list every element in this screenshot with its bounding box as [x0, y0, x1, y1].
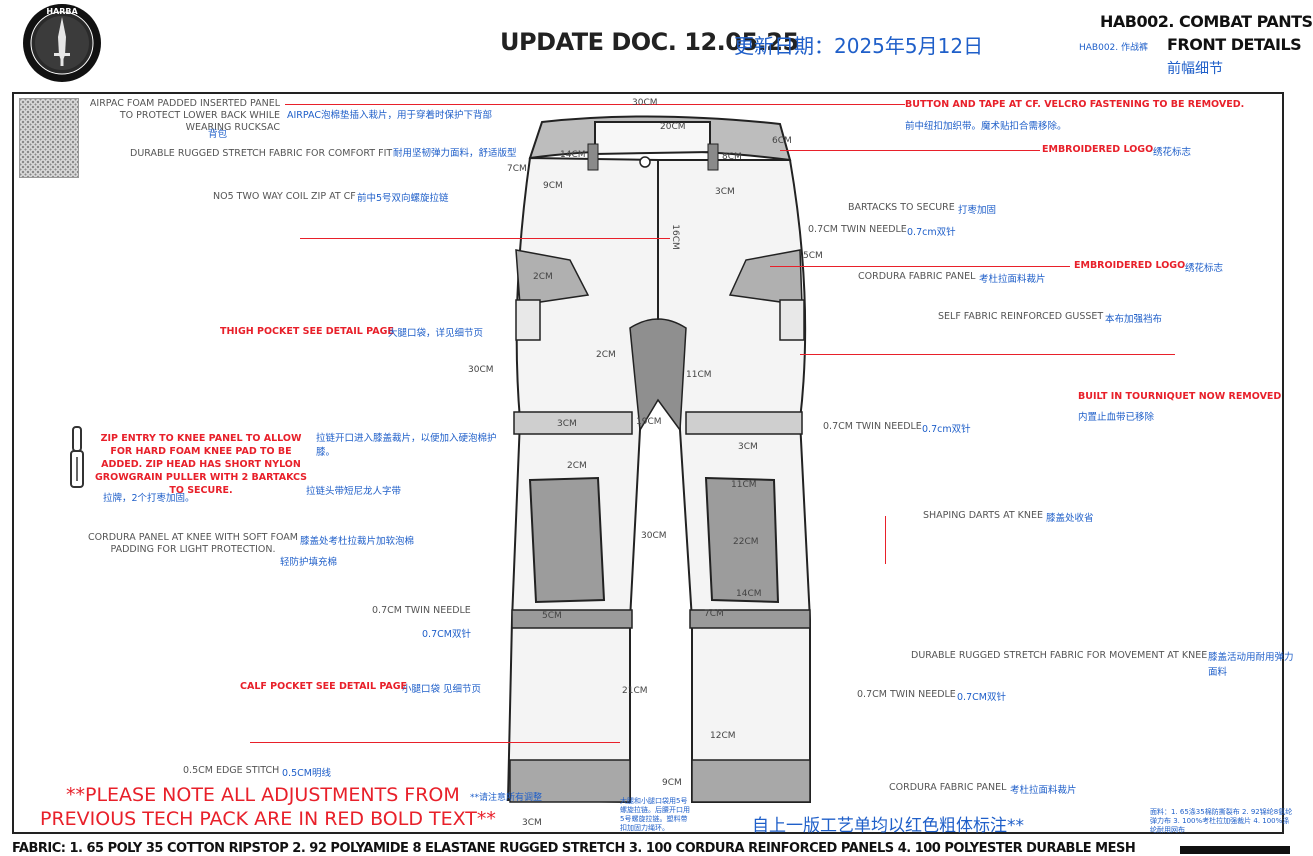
label-logo-top-cn: 绣花标志	[1153, 147, 1192, 158]
label-cf-zip: NO5 TWO WAY COIL ZIP AT CF	[213, 191, 356, 202]
note-cn-big: 自上一版工艺单均以红色粗体标注**	[752, 816, 1024, 836]
dim-lower-band-right: 7CM	[704, 609, 724, 619]
dim-thigh-length: 30CM	[468, 365, 494, 375]
drawing-frame	[12, 92, 1284, 834]
dim-kneepad-bottom: 14CM	[736, 589, 762, 599]
dim-fly: 20CM	[660, 122, 686, 132]
label-calf-pocket-cn: 小腿口袋 见细节页	[402, 684, 482, 695]
label-cordura-hem: CORDURA FABRIC PANEL	[889, 782, 1007, 793]
dim-rise-left: 7CM	[507, 164, 527, 174]
dim-thigh-right: 5CM	[803, 251, 823, 261]
label-bartacks: BARTACKS TO SECURE	[848, 202, 955, 213]
label-edge-stitch-cn: 0.5CM明线	[282, 768, 331, 779]
label-thigh-pocket: THIGH POCKET SEE DETAIL PAGE	[220, 326, 394, 337]
label-gusset: SELF FABRIC REINFORCED GUSSET	[938, 311, 1104, 322]
doc-title-line2: FRONT DETAILS	[1167, 35, 1302, 54]
dim-logo: 8CM	[722, 152, 742, 162]
label-airpac-cn: AIRPAC泡棉垫插入栽片，用于穿着时保护下背部	[287, 110, 492, 121]
label-cf-zip-cn: 前中5号双向螺旋拉链	[357, 193, 449, 204]
label-knee-zip-cn2: 拉链开口进入膝盖裁片，以便加入硬泡棉护膝。	[316, 433, 497, 458]
label-logo-top: EMBROIDERED LOGO	[1042, 144, 1154, 155]
label-edge-stitch: 0.5CM EDGE STITCH	[183, 765, 280, 776]
dim-inseam: 19CM	[636, 417, 662, 427]
label-airpac: AIRPAC FOAM PADDED INSERTED PANEL TO PRO…	[89, 98, 280, 133]
dim-gusset: 2CM	[596, 350, 616, 360]
dim-knee-band-right: 3CM	[738, 442, 758, 452]
note-cn-small: **请注意所有调整	[470, 793, 543, 803]
dim-hem-width: 12CM	[710, 731, 736, 741]
footer-bar	[1180, 846, 1290, 854]
dim-waist: 30CM	[632, 98, 658, 108]
label-shaping-darts: SHAPING DARTS AT KNEE	[923, 510, 1044, 521]
doc-title-cn: 前幅细节	[1167, 61, 1223, 77]
label-knee-panel-cn2: 轻防护填充棉	[280, 557, 338, 568]
label-stretch-knee-cn: 膝盖活动用耐用弹力面料	[1208, 652, 1294, 678]
brand-logo: HARBA	[22, 3, 102, 83]
fabric-composition: FABRIC: 1. 65 POLY 35 COTTON RIPSTOP 2. …	[12, 841, 1136, 856]
dim-hem-height: 9CM	[662, 778, 682, 788]
dim-kneepad-top: 11CM	[731, 480, 757, 490]
label-cordura-panel: CORDURA FABRIC PANEL	[858, 271, 976, 282]
label-logo-thigh: EMBROIDERED LOGO	[1074, 260, 1186, 271]
label-cordura-hem-cn: 考杜拉面料裁片	[1010, 785, 1077, 796]
label-tourniquet: BUILT IN TOURNIQUET NOW REMOVED	[1078, 391, 1282, 402]
dim-zip: 16CM	[669, 224, 680, 250]
label-shaping-darts-cn: 膝盖处收省	[1046, 513, 1094, 524]
style-small: HAB002. 作战裤	[1079, 43, 1148, 53]
dim-loop-left: 14CM	[560, 150, 586, 160]
note-red-line2: PREVIOUS TECH PACK ARE IN RED BOLD TEXT*…	[40, 808, 496, 830]
pants-flat-sketch	[506, 115, 811, 804]
label-knee-zip: ZIP ENTRY TO KNEE PANEL TO ALLOW FOR HAR…	[95, 433, 307, 496]
mesh-swatch	[19, 98, 79, 178]
dim-hem-left: 3CM	[522, 818, 542, 828]
dim-knee-band-left: 3CM	[557, 419, 577, 429]
label-gusset-cn: 本布加强裆布	[1105, 314, 1163, 325]
dim-pocket-left: 9CM	[543, 181, 563, 191]
label-twin-needle-left: 0.7CM TWIN NEEDLE	[372, 605, 471, 616]
label-tourniquet-cn: 内置止血带已移除	[1078, 412, 1155, 423]
label-durable-fit-cn: 耐用坚韧弹力面料，舒适版型	[393, 148, 517, 159]
dim-loop-right: 6CM	[772, 136, 792, 146]
note-fabric-cn: 面料：1. 65涤35棉防撕裂布 2. 92锦纶8氨纶弹力布 3. 100%考杜…	[1150, 808, 1293, 834]
label-thigh-pocket-cn: 大腿口袋，详见细节页	[388, 328, 484, 339]
dim-knee-length: 30CM	[641, 531, 667, 541]
dim-thigh-left: 2CM	[533, 272, 553, 282]
label-knee-zip-cn: 拉牌，2个打枣加固。	[103, 493, 195, 504]
update-label: UPDATE DOC. 12.05.25	[500, 28, 799, 56]
zipper-pull-icon	[70, 426, 84, 488]
label-knee-zip-cn3: 拉链头带短尼龙人字带	[306, 486, 402, 497]
label-airpac-cn-b: 背包	[208, 129, 228, 140]
label-stretch-knee: DURABLE RUGGED STRETCH FABRIC FOR MOVEME…	[911, 650, 1208, 661]
dim-knee-zip: 2CM	[567, 461, 587, 471]
label-logo-thigh-cn: 绣花标志	[1185, 263, 1224, 274]
label-twin-needle-left-cn: 0.7CM双针	[422, 629, 471, 640]
label-twin-needle-r1: 0.7CM TWIN NEEDLE	[808, 224, 907, 235]
label-durable-fit: DURABLE RUGGED STRETCH FABRIC FOR COMFOR…	[130, 148, 393, 159]
label-knee-panel: CORDURA PANEL AT KNEE WITH SOFT FOAM PAD…	[88, 532, 298, 555]
label-twin-needle-r2: 0.7CM TWIN NEEDLE	[823, 421, 922, 432]
label-twin-needle-r1-cn: 0.7cm双针	[907, 227, 956, 238]
doc-title-line1: HAB002. COMBAT PANTS	[1100, 12, 1313, 31]
svg-text:HARBA: HARBA	[46, 7, 78, 16]
label-bartacks-cn: 打枣加固	[958, 205, 997, 216]
label-button-tape-cn: 前中纽扣加织带。魔术贴扣合需移除。	[905, 121, 1067, 132]
update-label-cn: 更新日期：2025年5月12日	[734, 34, 984, 58]
label-button-tape: BUTTON AND TAPE AT CF. VELCRO FASTENING …	[905, 99, 1245, 110]
label-twin-needle-r3: 0.7CM TWIN NEEDLE	[857, 689, 956, 700]
note-calf-zip-cn: 大腿和小腿口袋用5号螺旋拉链。后腰开口用5号螺旋拉链。塑料带扣加固力绳环。	[620, 797, 690, 832]
note-red-line1: **PLEASE NOTE ALL ADJUSTMENTS FROM	[66, 784, 460, 806]
label-cordura-panel-cn: 考杜拉面料裁片	[979, 274, 1046, 285]
dim-kneepad-height: 22CM	[733, 537, 759, 547]
dim-pocket-right: 3CM	[715, 187, 735, 197]
label-twin-needle-r3-cn: 0.7CM双针	[957, 692, 1006, 703]
label-knee-panel-cn: 膝盖处考杜拉裁片加软泡棉	[300, 536, 415, 547]
dim-inseam-top: 11CM	[686, 370, 712, 380]
label-twin-needle-r2-cn: 0.7cm双针	[922, 424, 971, 435]
dim-lower-band-left: 5CM	[542, 611, 562, 621]
dim-calf: 21CM	[622, 686, 648, 696]
label-calf-pocket: CALF POCKET SEE DETAIL PAGE	[240, 681, 408, 692]
